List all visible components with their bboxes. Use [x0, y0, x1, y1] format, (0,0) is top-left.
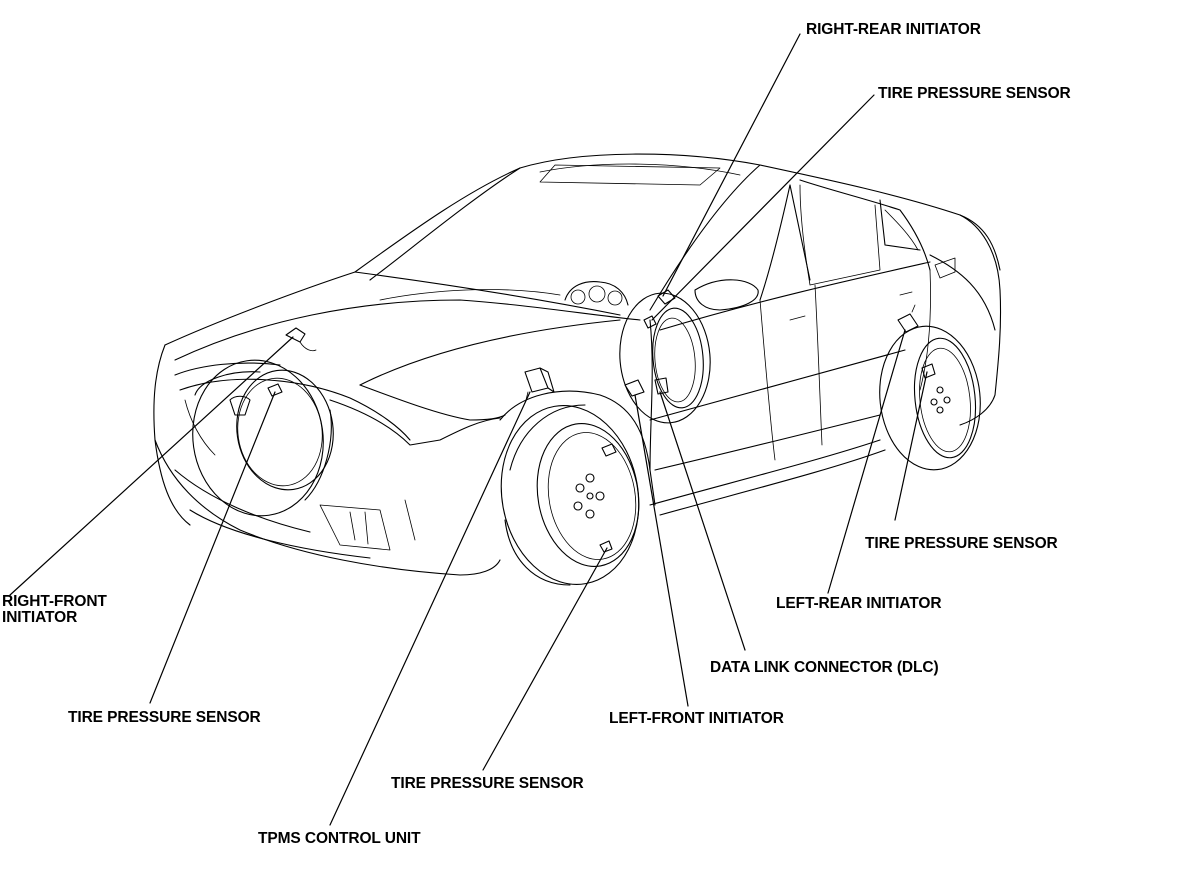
label-left-rear-initiator: LEFT-REAR INITIATOR: [776, 595, 942, 612]
leader-left-front-initiator: [634, 394, 689, 707]
label-tire-pressure-sensor-right-front: TIRE PRESSURE SENSOR: [68, 709, 261, 726]
leader-tire-pressure-sensor-rr: [651, 94, 875, 321]
label-tire-pressure-sensor-right-rear: TIRE PRESSURE SENSOR: [878, 85, 1071, 102]
leader-data-link-connector: [659, 391, 746, 651]
right-front-initiator-part: [285, 327, 317, 352]
label-tpms-control-unit: TPMS CONTROL UNIT: [258, 830, 421, 847]
label-tire-pressure-sensor-left-rear: TIRE PRESSURE SENSOR: [865, 535, 1058, 552]
leader-tire-pressure-sensor-lr: [894, 371, 928, 521]
leader-lines: [9, 33, 928, 826]
leader-right-front-initiator: [9, 336, 294, 596]
left-front-wheel: [500, 404, 640, 586]
right-front-wheel: [192, 359, 334, 517]
leader-right-rear-initiator: [662, 33, 801, 297]
label-right-rear-initiator: RIGHT-REAR INITIATOR: [806, 21, 981, 38]
label-right-front-initiator-line1: RIGHT-FRONT: [2, 593, 107, 610]
leader-tpms-control-unit: [329, 391, 531, 826]
label-tire-pressure-sensor-left-front: TIRE PRESSURE SENSOR: [391, 775, 584, 792]
car-body: [153, 153, 1002, 576]
label-data-link-connector: DATA LINK CONNECTOR (DLC): [710, 659, 939, 676]
left-rear-wheel: [879, 304, 981, 471]
label-left-front-initiator: LEFT-FRONT INITIATOR: [609, 710, 784, 727]
leader-left-rear-initiator: [827, 329, 906, 594]
leader-tire-pressure-sensor-lf: [482, 547, 608, 771]
leader-tire-pressure-sensor-rf: [149, 391, 276, 704]
label-right-front-initiator: RIGHT-FRONT INITIATOR: [2, 594, 107, 626]
label-right-front-initiator-line2: INITIATOR: [2, 609, 78, 626]
